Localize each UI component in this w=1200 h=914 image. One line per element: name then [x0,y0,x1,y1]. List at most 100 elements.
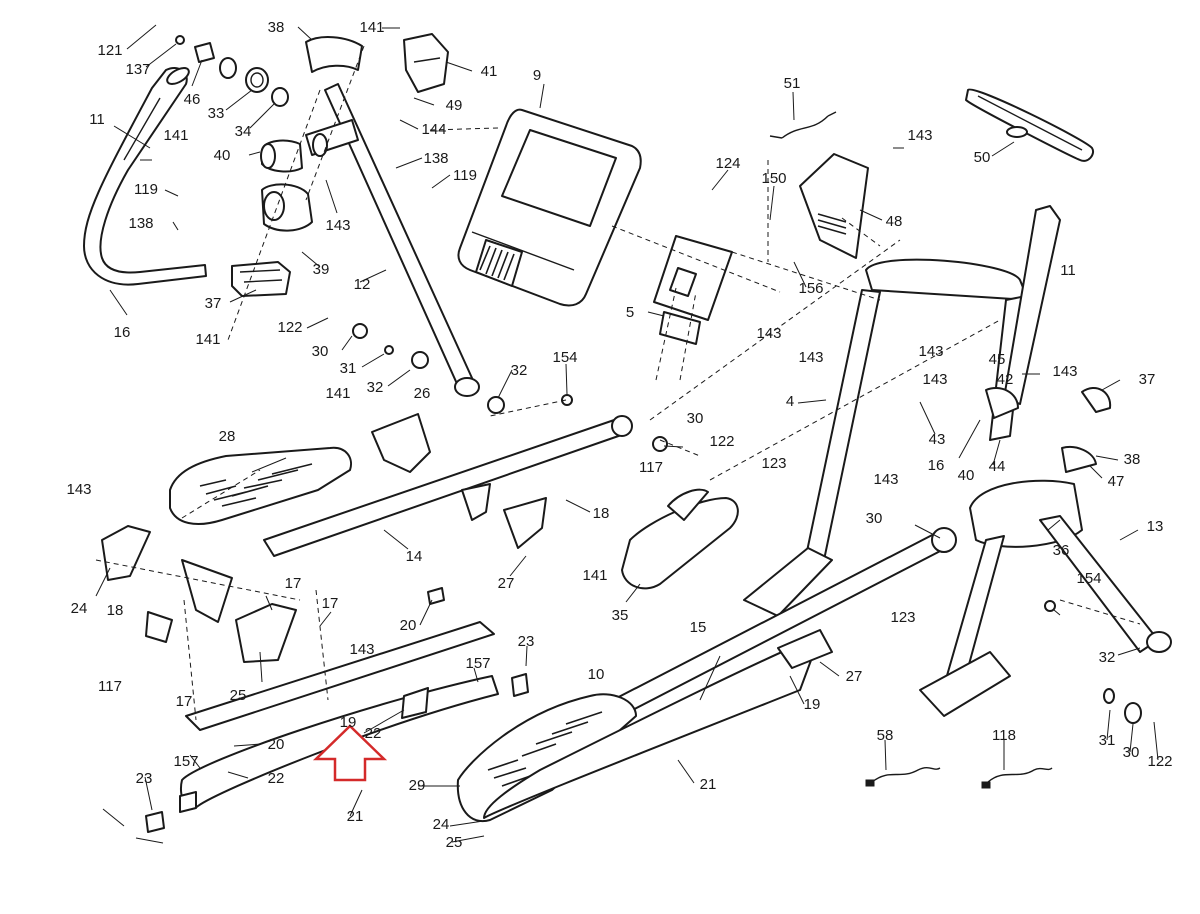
callout-40-left: 40 [214,147,231,164]
callout-15: 15 [690,619,707,636]
callout-24-low: 24 [433,816,450,833]
main-frame [743,205,1172,717]
right-pedal-arm [456,527,957,823]
callout-143-mast-b: 143 [798,349,823,366]
callout-27-mid: 27 [498,575,515,592]
callout-23-mid: 23 [518,633,535,650]
callout-29: 29 [409,777,426,794]
callout-41: 41 [481,63,498,80]
callout-143-left: 143 [66,481,91,498]
callout-13: 13 [1147,518,1164,535]
callout-42: 42 [997,371,1014,388]
callout-32-mid: 32 [367,379,384,396]
callout-17-b: 17 [322,595,339,612]
callout-36: 36 [1053,542,1070,559]
power-cords [865,767,1053,789]
console-mast [653,111,837,345]
callout-39: 39 [313,261,330,278]
callout-23-low: 23 [136,770,153,787]
callout-32-right: 32 [1099,649,1116,666]
callout-46: 46 [184,91,201,108]
callout-20-low: 20 [268,736,285,753]
callout-143-frame-b: 143 [1052,363,1077,380]
callout-143-frame-a: 143 [918,343,943,360]
callout-117-left: 117 [98,678,122,695]
callout-30-right: 30 [866,510,883,527]
callout-137: 137 [125,61,150,78]
callout-154-right: 154 [1076,570,1101,587]
callout-17-c: 17 [176,693,193,710]
callout-11-right: 11 [1060,262,1076,279]
callout-9: 9 [533,67,541,84]
left-pedal-arm [169,413,633,557]
callout-141-mid: 141 [325,385,350,402]
callout-50: 50 [974,149,991,166]
callout-123-low: 123 [890,609,915,626]
callout-144: 144 [421,121,446,138]
leader-lines [95,24,1159,844]
callout-40-right: 40 [958,467,975,484]
callout-17-a: 17 [285,575,302,592]
callout-18-left: 18 [107,602,124,619]
callout-31-top: 31 [340,360,357,377]
upper-arm [305,33,480,397]
callout-24-left: 24 [71,600,88,617]
callout-21-left: 21 [347,808,364,825]
callout-37-left: 37 [205,295,222,312]
callout-19-left: 19 [340,714,357,731]
callout-141-top: 141 [359,19,384,36]
callout-26: 26 [414,385,431,402]
callout-51: 51 [784,75,801,92]
callout-4: 4 [786,393,794,410]
callout-5: 5 [626,304,634,321]
callout-43: 43 [929,431,946,448]
callout-20-mid: 20 [400,617,417,634]
callout-16-left: 16 [114,324,131,341]
callout-19-right: 19 [804,696,821,713]
callout-45: 45 [989,351,1006,368]
callout-14: 14 [406,548,423,565]
assembly-lines [95,45,1141,721]
callout-122-right: 122 [1147,753,1172,770]
callout-44: 44 [989,458,1006,475]
callout-32-shaft: 32 [511,362,528,379]
callout-34: 34 [235,123,252,140]
callout-141-left: 141 [195,331,220,348]
callout-47: 47 [1108,473,1125,490]
callout-30-top: 30 [312,343,329,360]
callout-49: 49 [446,97,463,114]
callout-38-right: 38 [1124,451,1141,468]
left-handlebar [83,66,207,286]
highlight-arrow [312,724,388,782]
callout-48: 48 [886,213,903,230]
callout-21-right: 21 [700,776,717,793]
callout-12: 12 [354,276,371,293]
callout-143-low: 143 [349,641,374,658]
console [457,108,642,307]
callout-143-rear: 143 [907,127,932,144]
callout-122-mid: 122 [709,433,734,450]
callout-28: 28 [219,428,236,445]
front-shroud [621,488,739,590]
callout-30-mid: 30 [687,410,704,427]
callout-22-mid: 22 [365,725,382,742]
washers-right [352,323,1142,724]
pivot-hub-parts [175,35,313,297]
callout-154-top: 154 [552,349,577,366]
callout-25-low: 25 [446,834,463,851]
callout-124: 124 [715,155,740,172]
callout-156: 156 [798,280,823,297]
rear-shroud [799,88,1094,259]
callout-18-mid: 18 [593,505,610,522]
callout-25-left: 25 [230,687,247,704]
callout-123-top: 123 [761,455,786,472]
callout-141-low: 141 [582,567,607,584]
callout-labels-extra: 43 [929,431,946,448]
callout-labels: 121 137 46 33 34 38 141 41 49 144 9 51 1… [66,19,1172,851]
part-drawings [83,33,1172,833]
callout-33: 33 [208,105,225,122]
callout-38-left: 38 [268,19,285,36]
callout-11-left: 11 [89,111,105,128]
callout-150: 150 [761,170,786,187]
